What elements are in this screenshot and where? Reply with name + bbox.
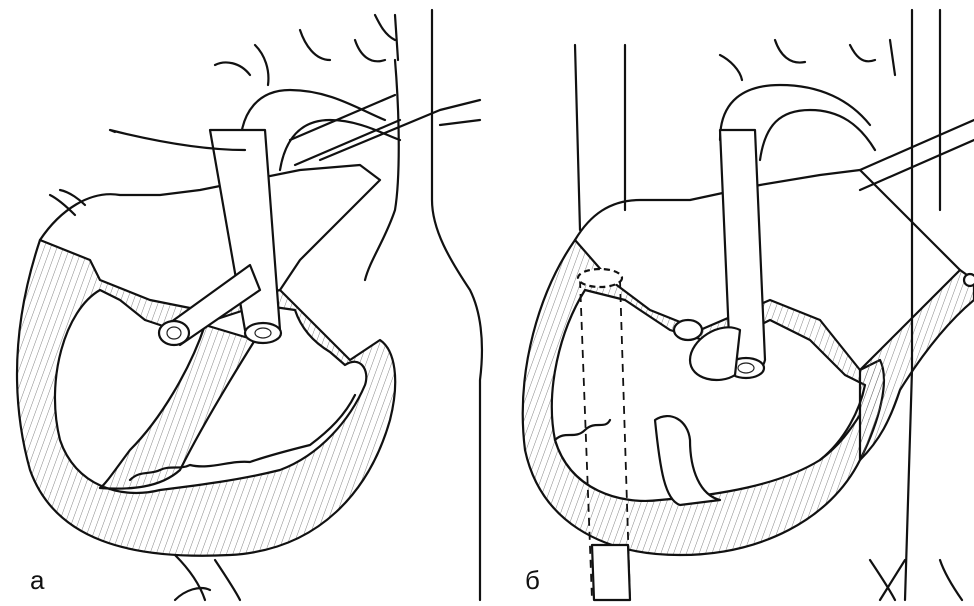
panel-b-atrium <box>575 170 960 270</box>
panel-b-top-vessels <box>720 40 895 80</box>
panel-b-label: б <box>525 565 540 596</box>
panel-a-catheter-tip <box>245 323 281 343</box>
panel-a-label: а <box>30 565 44 596</box>
panel-a-descending-aorta <box>432 10 482 600</box>
panel-a-top-vessels <box>215 15 398 85</box>
panel-b-catheter-bottom <box>592 545 630 600</box>
panel-a-drawing <box>17 10 482 600</box>
panel-b-right-ventricle <box>860 270 974 460</box>
panel-b-drawing <box>523 10 974 600</box>
